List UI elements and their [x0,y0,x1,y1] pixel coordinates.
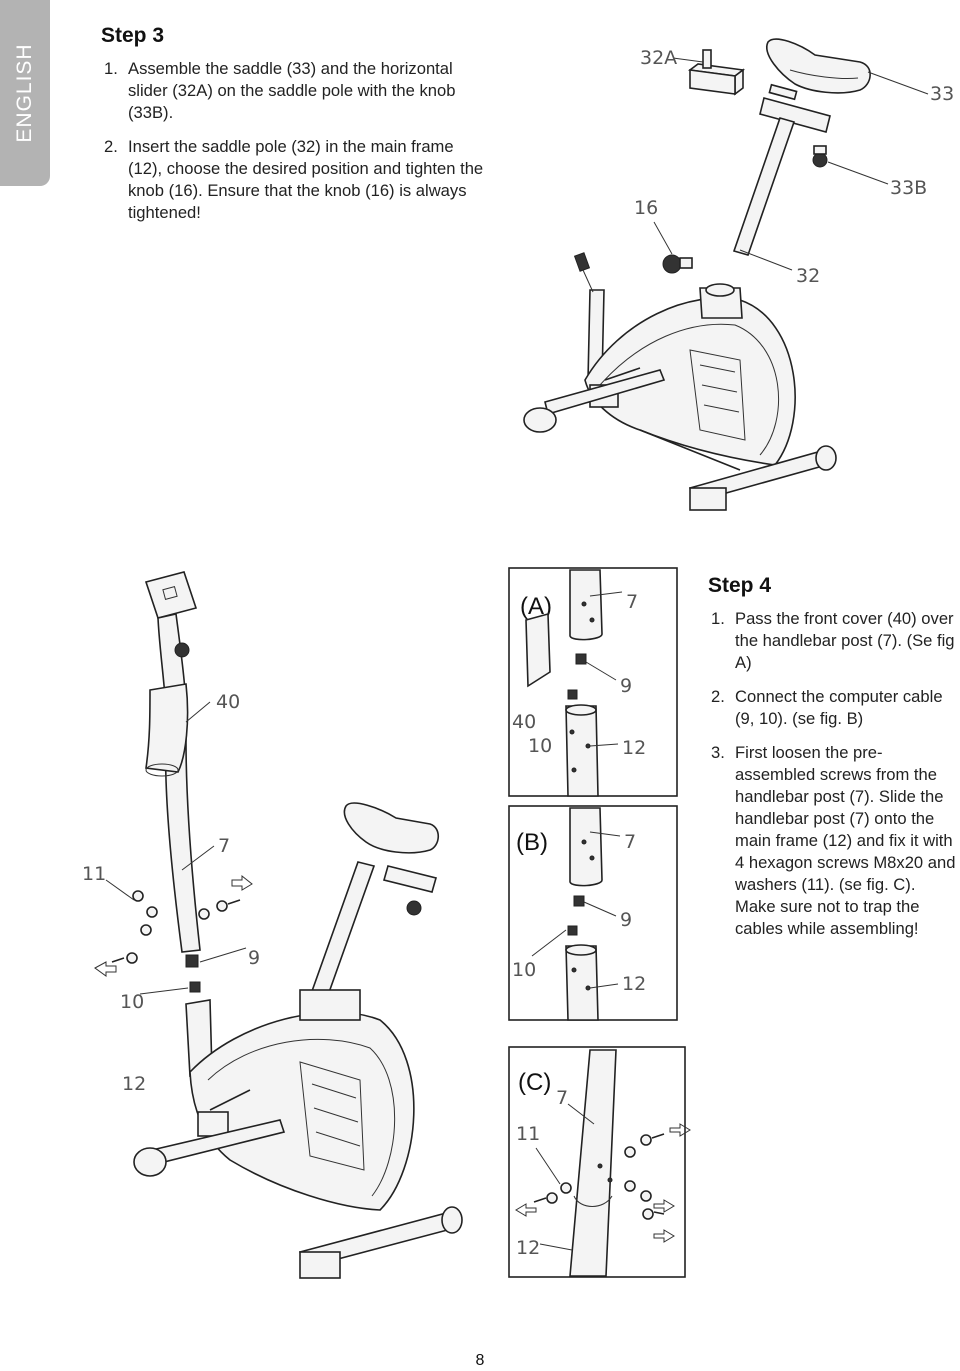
handlebar-post [157,613,201,953]
callout-40: 40 [216,691,240,713]
step4-item: 1.Pass the front cover (40) over the han… [711,609,955,672]
callout-10: 10 [120,991,144,1013]
fig-b-callout-12: 12 [622,973,646,995]
leader-line-33b [827,161,889,185]
front-cover [145,683,189,777]
fig-a-callout-40: 40 [512,711,536,733]
callout-12: 12 [122,1073,146,1095]
mounted-saddle [299,802,440,1021]
callout-33b: 33B [890,177,927,199]
leader-line-16 [653,221,673,255]
leader-line-33 [867,71,929,95]
arrow-icon [653,1199,675,1213]
fig-b-callout-10: 10 [512,959,536,981]
cable-connector-9 [185,954,199,968]
leader-line-10 [139,987,189,995]
language-tab: ENGLISH [0,0,50,186]
callout-9: 9 [248,947,260,969]
fig-b-callout-9: 9 [620,909,632,931]
step3-illustration: 32A 33 33B 16 32 [523,38,954,511]
seat-knob [662,254,693,274]
fig-a-callout-10: 10 [528,735,552,757]
arrow-icon [669,1123,691,1137]
callout-7: 7 [218,835,230,857]
arrow-icon [653,1229,675,1243]
figure-c-label: (C) [518,1069,551,1096]
step3-item: 2.Insert the saddle pole (32) in the mai… [104,137,484,222]
fig-a-callout-9: 9 [620,675,632,697]
main-frame [133,999,463,1279]
figure-a: (A) 7 9 40 10 12 [508,567,678,797]
figure-c: (C) 7 11 12 [508,1046,691,1278]
callout-33: 33 [930,83,954,105]
arrow-icon [231,874,253,891]
callout-32a: 32A [640,47,677,69]
fig-c-callout-11: 11 [516,1123,540,1145]
leader-line-9 [199,947,247,963]
hexagon-screws-washers [111,890,241,964]
leader-line-40 [185,701,211,723]
bike-frame [523,252,837,511]
step3-item: 1.Assemble the saddle (33) and the horiz… [104,59,456,122]
arrow-icon [515,1203,537,1217]
leader-line-32 [739,249,793,271]
leader-line-32a [672,57,704,63]
step3-title: Step 3 [101,24,165,47]
callout-11: 11 [82,863,106,885]
fig-a-callout-7: 7 [626,591,638,613]
step4-main-illustration: 40 11 7 9 10 12 [82,571,463,1279]
step4-instructions: 1.Pass the front cover (40) over the han… [711,608,959,952]
step4-title: Step 4 [708,574,772,597]
step4-item: 2.Connect the computer cable (9, 10). (s… [711,687,943,728]
fig-c-screws-washers [533,1133,665,1220]
leader-line-11 [105,879,135,901]
leader-line-7 [181,845,215,871]
saddle-knob [812,145,828,168]
callout-32: 32 [796,265,820,287]
fig-c-callout-12: 12 [516,1237,540,1259]
cable-connector-10 [189,981,201,993]
figure-b: (B) 7 9 10 12 [508,805,678,1021]
figure-b-label: (B) [516,829,548,856]
fig-a-callout-12: 12 [622,737,646,759]
horizontal-slider [687,49,746,96]
saddle [766,38,871,101]
figure-c-frame [508,1046,686,1278]
step3-instructions: 1.Assemble the saddle (33) and the horiz… [104,58,484,236]
fig-b-callout-7: 7 [624,831,636,853]
page-number: 8 [475,1352,485,1369]
arrow-icon [94,961,117,977]
computer-mount-plate [144,571,198,619]
callout-16: 16 [634,197,658,219]
fig-c-callout-7: 7 [556,1087,568,1109]
step4-item: 3.First loosen the pre-assembled screws … [711,743,956,938]
saddle-pole [732,97,831,256]
